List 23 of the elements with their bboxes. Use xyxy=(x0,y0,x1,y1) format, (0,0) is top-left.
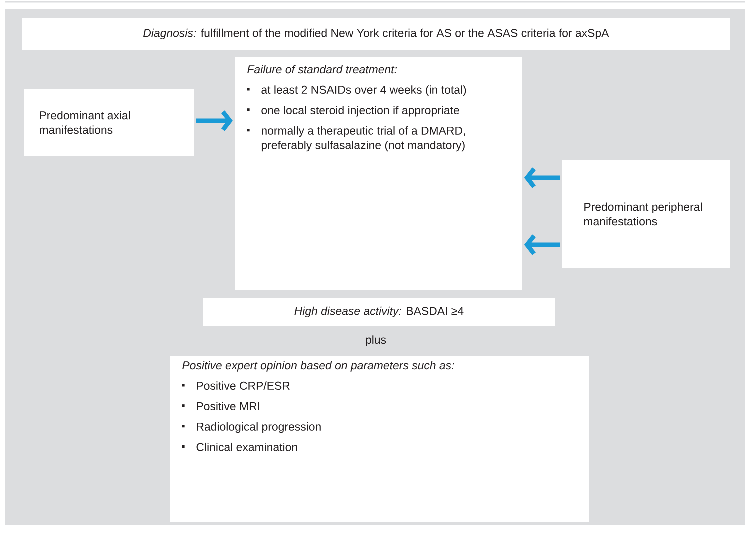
criteria-list-box xyxy=(170,356,590,522)
list-item: Positive CRP/ESR xyxy=(197,382,290,390)
list-item: normally a therapeutic trial of a DMARD, preferably sulfasalazine (not mandatory) xyxy=(262,126,466,152)
list-item: Clinical examination xyxy=(196,442,298,452)
arrow xyxy=(524,234,560,256)
arrow xyxy=(196,110,233,132)
category-box xyxy=(24,89,194,156)
box-text: Predominant peripheral manifestations xyxy=(584,202,702,226)
label-text: plus xyxy=(366,336,386,346)
box-text: High disease activity: BASDAI ≥4 xyxy=(294,306,464,318)
arrow xyxy=(524,168,560,188)
box-text: Predominant axial manifestations xyxy=(40,111,130,134)
box-text: Diagnosis: fulfillment of the modified New York criteria for AS or the ASAS criteria for axSpA xyxy=(144,28,610,40)
list-item: at least 2 NSAIDs over 4 weeks (in total) xyxy=(262,86,466,96)
criteria-list-box xyxy=(235,57,522,290)
list-heading: Failure of standard treatment: xyxy=(248,65,397,74)
list-item: Radiological progression xyxy=(197,422,321,434)
category-box xyxy=(562,160,730,268)
criteria-box xyxy=(203,298,556,326)
list-heading: Positive expert opinion based on parameters such as: xyxy=(182,361,454,372)
list-item: one local steroid injection if appropriate xyxy=(262,106,460,117)
criteria-box xyxy=(22,18,730,50)
list-item: Positive MRI xyxy=(197,402,260,410)
